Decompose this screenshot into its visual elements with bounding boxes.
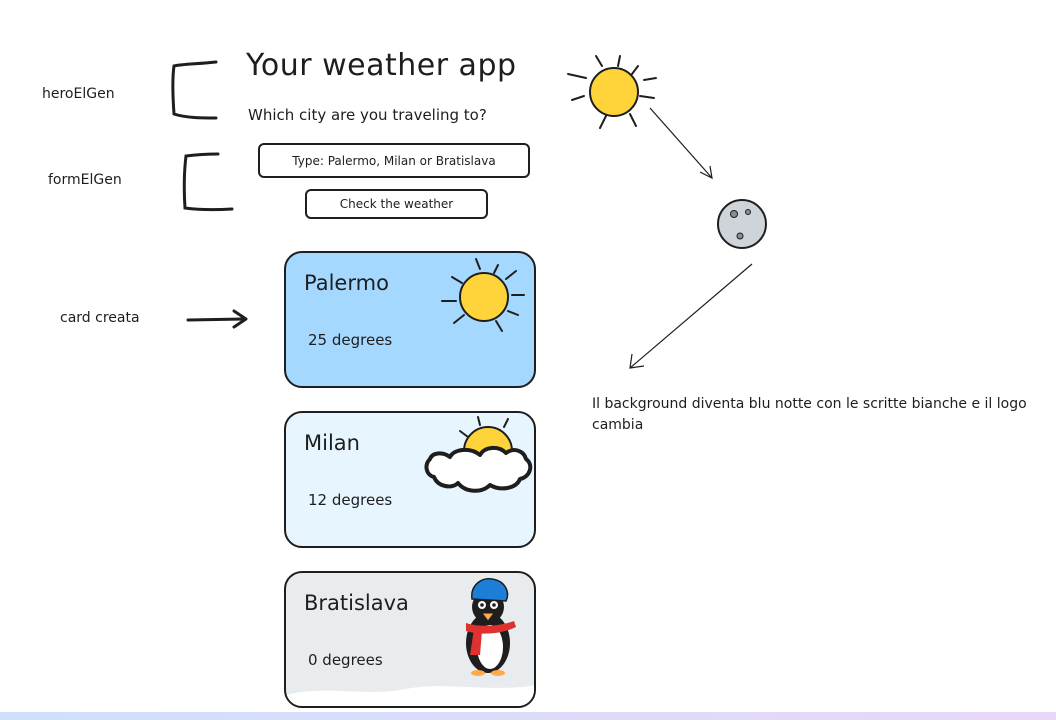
form-bracket xyxy=(182,152,234,212)
weather-card-palermo: Palermo 25 degrees xyxy=(284,251,536,388)
hero-annotation-label: heroElGen xyxy=(42,86,115,102)
card-arrow xyxy=(186,309,248,329)
check-weather-button[interactable]: Check the weather xyxy=(305,189,488,219)
card-city-name: Milan xyxy=(304,431,360,455)
sun-icon xyxy=(441,258,525,332)
card-degrees: 0 degrees xyxy=(308,651,383,669)
sun-logo-icon xyxy=(567,55,657,129)
card-degrees: 25 degrees xyxy=(308,331,393,349)
card-annotation-label: card creata xyxy=(60,310,140,326)
penguin-icon xyxy=(466,577,516,676)
card-degrees: 12 degrees xyxy=(308,491,393,509)
card-city-name: Bratislava xyxy=(304,591,409,615)
moon-to-note-arrow xyxy=(629,263,753,369)
sun-to-moon-arrow xyxy=(649,107,713,180)
weather-card-bratislava: Bratislava 0 degrees xyxy=(284,571,536,708)
night-mode-note: Il background diventa blu notte con le s… xyxy=(592,396,1027,433)
moon-logo-icon xyxy=(717,199,767,249)
card-city-name: Palermo xyxy=(304,271,389,295)
city-input[interactable]: Type: Palermo, Milan or Bratislava xyxy=(258,143,530,178)
weather-card-milan: Milan 12 degrees xyxy=(284,411,536,548)
snow-ground xyxy=(286,685,534,706)
bottom-gradient-strip xyxy=(0,712,1056,720)
sun-behind-cloud-icon xyxy=(424,416,533,493)
hero-title: Your weather app xyxy=(246,48,517,83)
form-annotation-label: formElGen xyxy=(48,172,122,188)
hero-subtitle: Which city are you traveling to? xyxy=(248,106,487,124)
hero-bracket xyxy=(171,60,218,120)
